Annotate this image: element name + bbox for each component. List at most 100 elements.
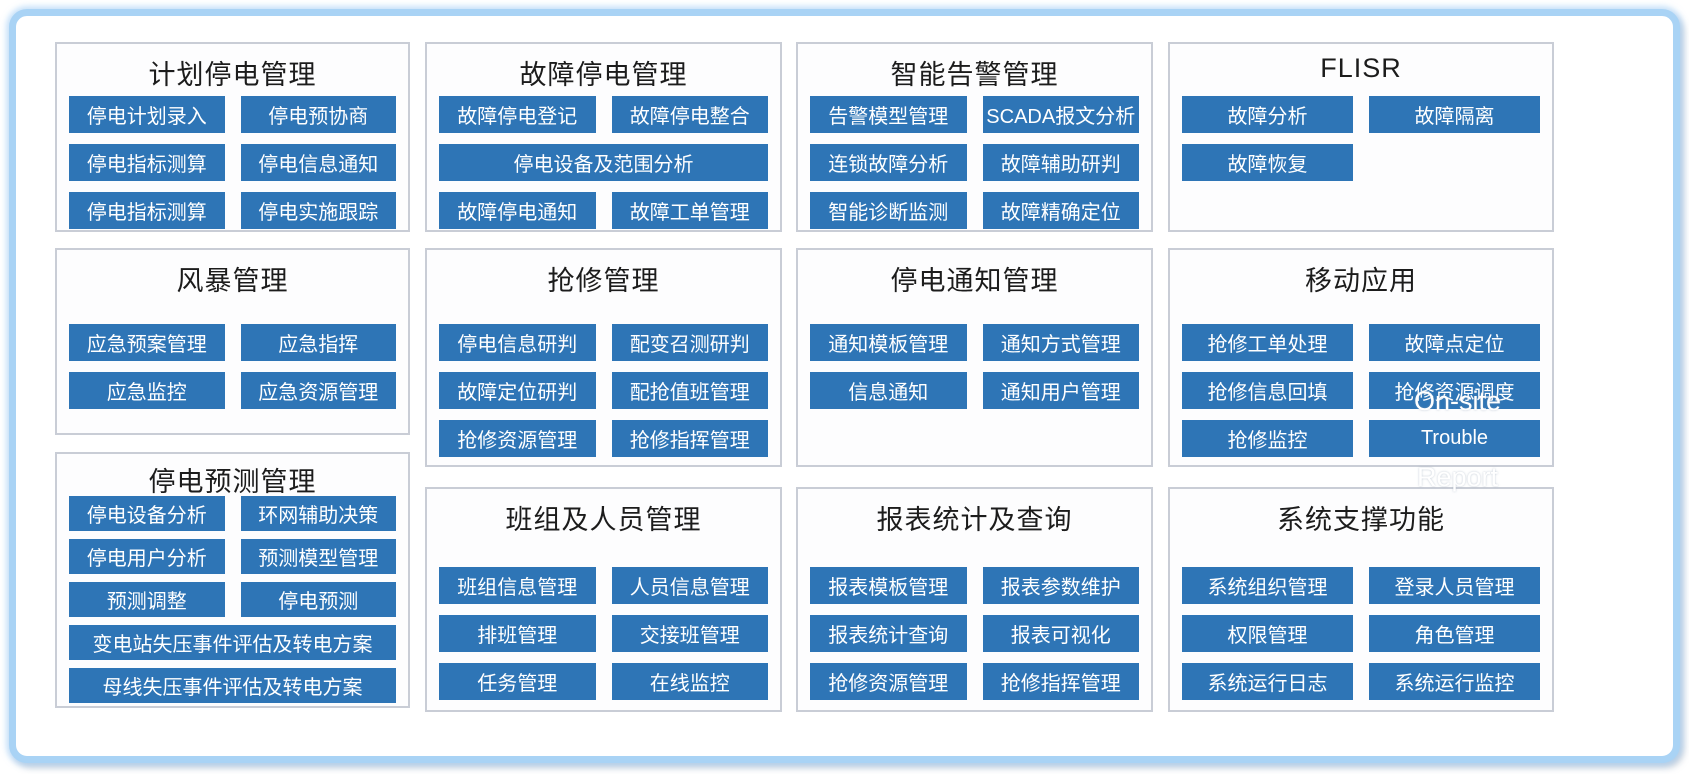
flisr-title: FLISR — [1320, 53, 1402, 83]
module-button[interactable]: 权限管理 — [1182, 615, 1353, 652]
flisr-panel: FLISR 故障分析故障隔离故障恢复 — [1168, 42, 1554, 232]
module-button[interactable]: 抢修指挥管理 — [611, 420, 768, 457]
module-button[interactable]: 停电指标测算 — [69, 144, 225, 181]
module-button[interactable]: 故障工单管理 — [611, 192, 768, 229]
module-button[interactable]: 系统运行日志 — [1182, 663, 1353, 700]
module-button[interactable]: 系统运行监控 — [1369, 663, 1540, 700]
module-button[interactable]: 故障分析 — [1182, 96, 1353, 133]
module-button[interactable]: 故障定位研判 — [439, 372, 596, 409]
module-button[interactable]: 系统组织管理 — [1182, 567, 1353, 604]
planned-outage-panel: 计划停电管理停电计划录入停电预协商停电指标测算停电信息通知停电指标测算停电实施跟… — [55, 42, 410, 232]
repair-title: 抢修管理 — [547, 266, 660, 296]
module-button[interactable]: 通知用户管理 — [982, 372, 1139, 409]
module-button[interactable]: 通知方式管理 — [982, 324, 1139, 361]
module-button[interactable]: 角色管理 — [1369, 615, 1540, 652]
module-button[interactable]: 任务管理 — [439, 663, 596, 700]
flisr-module-grid: 故障分析故障隔离故障恢复 — [1182, 96, 1540, 181]
module-button[interactable]: 母线失压事件评估及转电方案 — [69, 668, 396, 703]
module-button[interactable]: 停电指标测算 — [69, 192, 225, 229]
module-button[interactable]: 故障恢复 — [1182, 144, 1353, 181]
module-button[interactable]: 停电用户分析 — [69, 539, 225, 574]
module-button[interactable]: 通知模板管理 — [810, 324, 967, 361]
module-button[interactable]: 变电站失压事件评估及转电方案 — [69, 625, 396, 660]
repair-module-grid: 停电信息研判配变召测研判故障定位研判配抢值班管理抢修资源管理抢修指挥管理 — [439, 324, 768, 457]
module-button[interactable]: 连锁故障分析 — [810, 144, 967, 181]
module-button[interactable]: 交接班管理 — [611, 615, 768, 652]
module-button[interactable]: 故障辅助研判 — [982, 144, 1139, 181]
module-button[interactable]: 故障点定位 — [1369, 324, 1540, 361]
module-button[interactable]: 停电预测 — [240, 582, 396, 617]
planned-outage-title: 计划停电管理 — [148, 60, 317, 90]
planned-outage-module-grid: 停电计划录入停电预协商停电指标测算停电信息通知停电指标测算停电实施跟踪 — [69, 96, 396, 229]
fault-outage-module-grid: 故障停电登记故障停电整合停电设备及范围分析故障停电通知故障工单管理 — [439, 96, 768, 229]
fault-outage-title: 故障停电管理 — [519, 60, 688, 90]
module-button[interactable]: SCADA报文分析 — [982, 96, 1139, 133]
module-button[interactable]: 抢修资源管理 — [439, 420, 596, 457]
module-button[interactable]: 停电计划录入 — [69, 96, 225, 133]
outage-forecast-panel: 停电预测管理停电设备分析环网辅助决策停电用户分析预测模型管理预测调整停电预测变电… — [55, 452, 410, 708]
module-button[interactable]: 在线监控 — [611, 663, 768, 700]
report-stats-module-grid: 报表模板管理报表参数维护报表统计查询报表可视化抢修资源管理抢修指挥管理 — [810, 567, 1139, 700]
module-button[interactable]: 应急预案管理 — [69, 324, 225, 361]
smart-alarm-title: 智能告警管理 — [890, 60, 1059, 90]
module-button[interactable]: 故障精确定位 — [982, 192, 1139, 229]
module-button[interactable]: 停电信息研判 — [439, 324, 596, 361]
module-button[interactable]: 抢修资源调度 — [1369, 372, 1540, 409]
module-button[interactable]: 抢修信息回填 — [1182, 372, 1353, 409]
module-button[interactable]: 环网辅助决策 — [240, 496, 396, 531]
storm-module-grid: 应急预案管理应急指挥应急监控应急资源管理 — [69, 324, 396, 409]
module-button[interactable]: 抢修工单处理 — [1182, 324, 1353, 361]
storm-panel: 风暴管理应急预案管理应急指挥应急监控应急资源管理 — [55, 248, 410, 435]
module-button[interactable]: 应急指挥 — [240, 324, 396, 361]
module-button[interactable]: 告警模型管理 — [810, 96, 967, 133]
system-support-module-grid: 系统组织管理登录人员管理权限管理角色管理系统运行日志系统运行监控 — [1182, 567, 1540, 700]
outage-forecast-module-grid: 停电设备分析环网辅助决策停电用户分析预测模型管理预测调整停电预测变电站失压事件评… — [69, 496, 396, 703]
mobile-app-title: 移动应用 — [1305, 266, 1417, 296]
module-button[interactable]: 停电实施跟踪 — [240, 192, 396, 229]
module-button[interactable]: 抢修资源管理 — [810, 663, 967, 700]
module-button[interactable]: 配变召测研判 — [611, 324, 768, 361]
module-button[interactable]: 人员信息管理 — [611, 567, 768, 604]
module-button[interactable]: 报表模板管理 — [810, 567, 967, 604]
mobile-app-module-grid: 抢修工单处理故障点定位抢修信息回填抢修资源调度抢修监控 Trouble — [1182, 324, 1540, 457]
module-button[interactable]: 报表可视化 — [982, 615, 1139, 652]
repair-panel: 抢修管理停电信息研判配变召测研判故障定位研判配抢值班管理抢修资源管理抢修指挥管理 — [425, 248, 782, 467]
module-button[interactable]: 应急资源管理 — [240, 372, 396, 409]
module-button[interactable]: 停电预协商 — [240, 96, 396, 133]
module-button[interactable]: 停电信息通知 — [240, 144, 396, 181]
module-button[interactable]: 停电设备分析 — [69, 496, 225, 531]
module-button[interactable]: 停电设备及范围分析 — [439, 144, 768, 181]
module-button[interactable]: 抢修指挥管理 — [982, 663, 1139, 700]
outage-forecast-title: 停电预测管理 — [148, 467, 317, 497]
module-button[interactable]: 预测模型管理 — [240, 539, 396, 574]
module-button[interactable]: 预测调整 — [69, 582, 225, 617]
module-button[interactable]: 智能诊断监测 — [810, 192, 967, 229]
module-button[interactable]: Trouble — [1369, 420, 1540, 457]
module-button[interactable]: 故障隔离 — [1369, 96, 1540, 133]
module-button[interactable]: 报表统计查询 — [810, 615, 967, 652]
module-button[interactable]: 抢修监控 — [1182, 420, 1353, 457]
team-personnel-module-grid: 班组信息管理人员信息管理排班管理交接班管理任务管理在线监控 — [439, 567, 768, 700]
team-personnel-panel: 班组及人员管理班组信息管理人员信息管理排班管理交接班管理任务管理在线监控 — [425, 487, 782, 712]
module-button[interactable]: 排班管理 — [439, 615, 596, 652]
smart-alarm-panel: 智能告警管理告警模型管理 SCADA报文分析连锁故障分析故障辅助研判智能诊断监测故… — [796, 42, 1153, 232]
module-button[interactable]: 信息通知 — [810, 372, 967, 409]
module-button[interactable]: 班组信息管理 — [439, 567, 596, 604]
fault-outage-panel: 故障停电管理故障停电登记故障停电整合停电设备及范围分析故障停电通知故障工单管理 — [425, 42, 782, 232]
module-button[interactable]: 故障停电通知 — [439, 192, 596, 229]
module-button[interactable]: 登录人员管理 — [1369, 567, 1540, 604]
module-button[interactable]: 应急监控 — [69, 372, 225, 409]
team-personnel-title: 班组及人员管理 — [505, 505, 702, 535]
report-stats-panel: 报表统计及查询报表模板管理报表参数维护报表统计查询报表可视化抢修资源管理抢修指挥… — [796, 487, 1153, 712]
report-stats-title: 报表统计及查询 — [876, 505, 1073, 535]
module-button[interactable]: 故障停电登记 — [439, 96, 596, 133]
module-button[interactable]: 故障停电整合 — [611, 96, 768, 133]
module-button[interactable]: 配抢值班管理 — [611, 372, 768, 409]
smart-alarm-module-grid: 告警模型管理 SCADA报文分析连锁故障分析故障辅助研判智能诊断监测故障精确定位 — [810, 96, 1139, 229]
storm-title: 风暴管理 — [176, 266, 289, 296]
outage-notify-panel: 停电通知管理通知模板管理通知方式管理信息通知通知用户管理 — [796, 248, 1153, 467]
module-button[interactable]: 报表参数维护 — [982, 567, 1139, 604]
outage-notify-module-grid: 通知模板管理通知方式管理信息通知通知用户管理 — [810, 324, 1139, 409]
system-support-panel: 系统支撑功能系统组织管理登录人员管理权限管理角色管理系统运行日志系统运行监控 — [1168, 487, 1554, 712]
